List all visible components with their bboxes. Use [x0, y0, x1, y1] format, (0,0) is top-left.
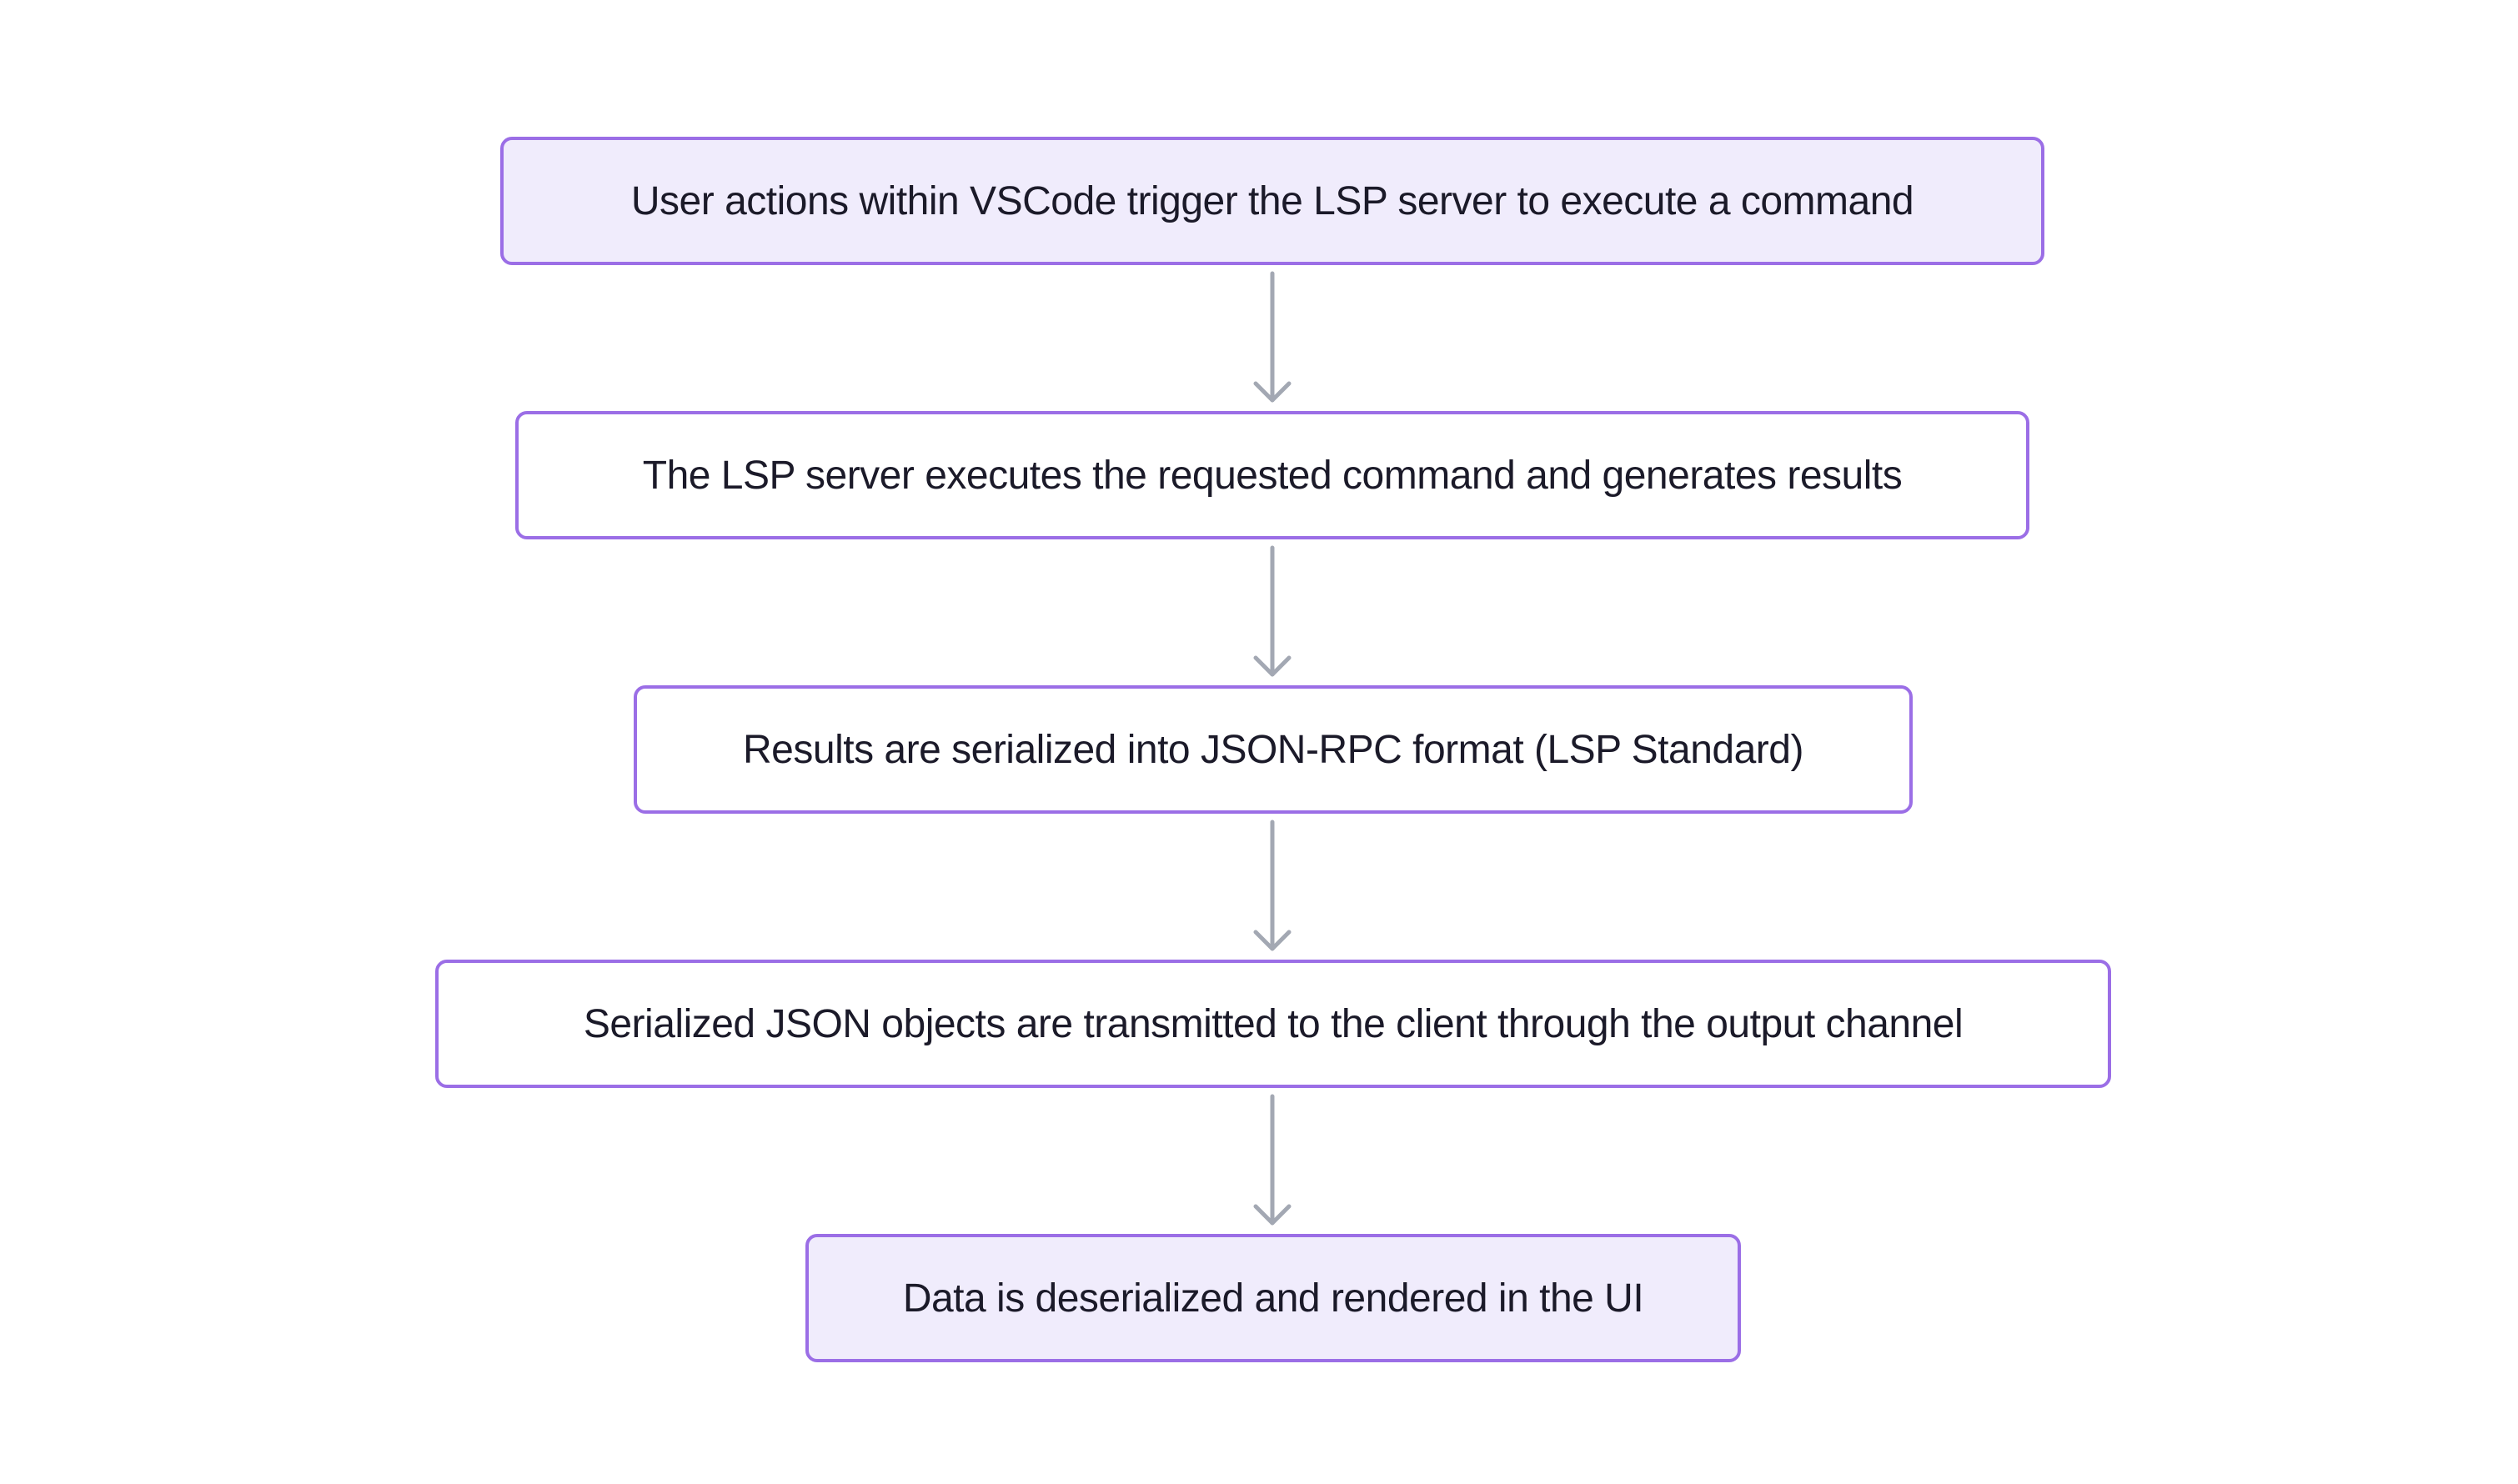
- step-transmit-label: Serialized JSON objects are transmitted …: [583, 1001, 1964, 1046]
- step-user-action-label: User actions within VSCode trigger the L…: [630, 178, 1914, 223]
- arrow-n3-n4: [1253, 820, 1292, 951]
- step-user-action-node: User actions within VSCode trigger the L…: [500, 137, 2044, 265]
- step-server-execute-node: The LSP server executes the requested co…: [515, 411, 2029, 539]
- step-serialize-node: Results are serialized into JSON-RPC for…: [634, 685, 1913, 814]
- step-render-label: Data is deserialized and rendered in the…: [902, 1276, 1644, 1321]
- step-server-execute-label: The LSP server executes the requested co…: [642, 453, 1903, 498]
- step-transmit-node: Serialized JSON objects are transmitted …: [435, 960, 2111, 1088]
- step-serialize-label: Results are serialized into JSON-RPC for…: [743, 727, 1803, 772]
- arrow-n2-n3: [1253, 545, 1292, 677]
- arrow-n4-n5: [1253, 1094, 1292, 1226]
- step-render-node: Data is deserialized and rendered in the…: [805, 1234, 1741, 1362]
- arrow-n1-n2: [1253, 271, 1292, 403]
